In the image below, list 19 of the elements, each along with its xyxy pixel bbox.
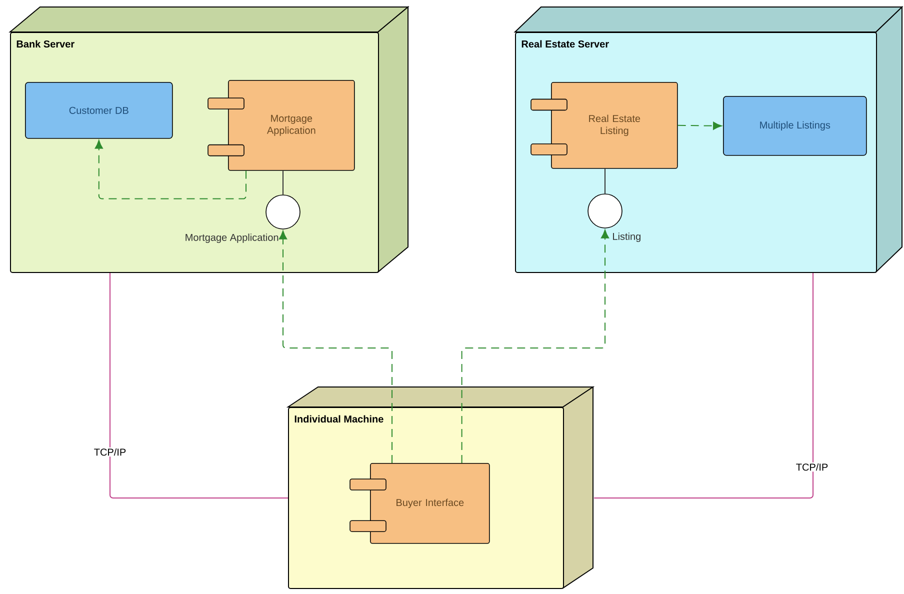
connector-line [110, 272, 288, 498]
connector-line [594, 272, 814, 498]
edge-label: TCP/IP [92, 447, 128, 457]
database-box: Multiple Listings [723, 96, 867, 156]
dependency-arrow [94, 140, 246, 200]
interface-label: Mortgage Application [186, 234, 278, 243]
dependency-arrow [461, 230, 610, 464]
interface-circle [588, 194, 622, 228]
edge-label: TCP/IP [794, 462, 830, 472]
dependency-arrow [677, 122, 722, 130]
component-box: Mortgage Application [208, 80, 355, 171]
interface-label: Listing [613, 232, 640, 242]
connector-line [604, 168, 606, 194]
interface-circle [266, 194, 300, 230]
database-box: Customer DB [25, 82, 173, 139]
connector-line [282, 170, 284, 196]
component-box: Buyer Interface [350, 463, 490, 544]
dependency-arrow [278, 230, 392, 464]
component-box: Real Estate Listing [530, 82, 678, 169]
